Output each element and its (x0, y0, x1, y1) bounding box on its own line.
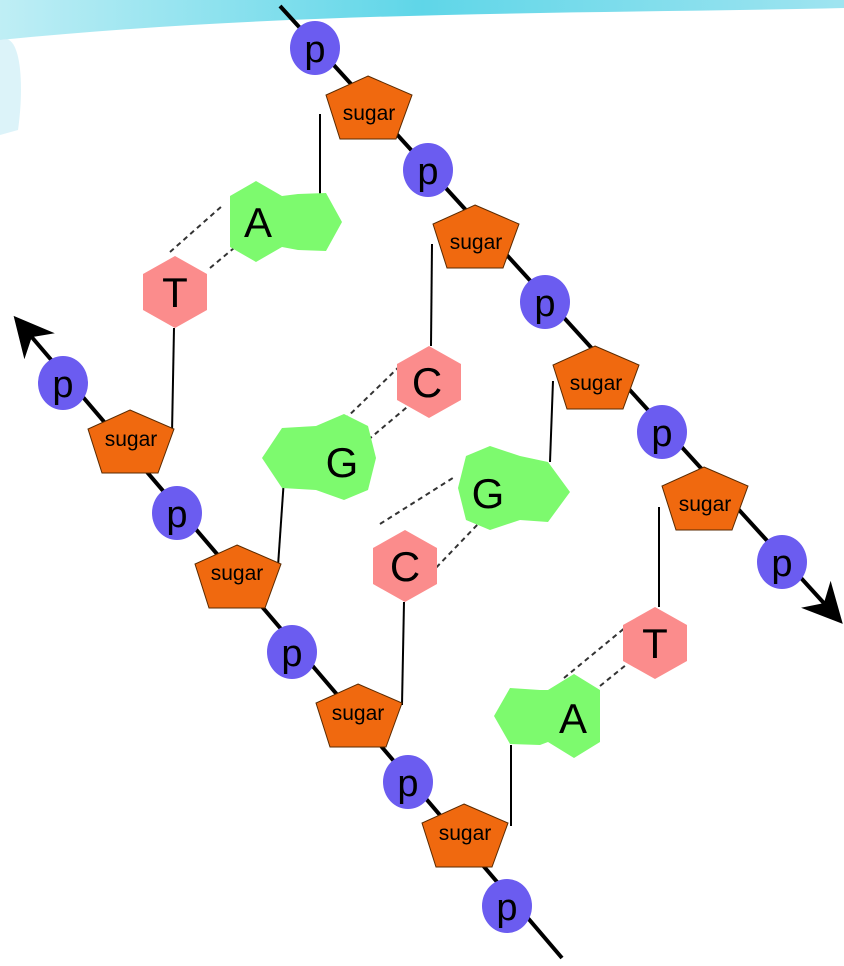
sugar-node: sugar (421, 803, 509, 868)
sugar-node: sugar (552, 345, 640, 410)
svg-text:p: p (397, 763, 418, 805)
cytosine-base: C (397, 346, 461, 418)
hydrogen-bonds (169, 205, 643, 687)
svg-text:p: p (304, 29, 325, 71)
cytosine-base: C (373, 530, 437, 602)
sugar-node: sugar (87, 409, 175, 474)
phosphate-node: p (290, 21, 340, 75)
adenine-base: A (494, 674, 600, 758)
guanine-base: G (262, 414, 376, 500)
guanine-base: G (458, 446, 570, 530)
sugar-base-connectors (171, 114, 660, 826)
adenine-base: A (230, 181, 342, 262)
svg-text:T: T (642, 620, 668, 667)
sugar-node: sugar (325, 75, 413, 140)
phosphate-node: p (520, 275, 570, 329)
svg-text:T: T (162, 269, 188, 316)
phosphate-node: p (482, 879, 532, 933)
svg-text:p: p (496, 887, 517, 929)
svg-text:p: p (417, 151, 438, 193)
svg-text:G: G (472, 470, 505, 517)
svg-text:A: A (244, 199, 272, 246)
sugar-node: sugar (661, 466, 749, 531)
thymine-base: T (143, 256, 207, 328)
base-pair-4: A T (494, 607, 687, 758)
left-strand: p sugar p sugar p sugar p sugar (38, 356, 532, 933)
phosphate-node: p (383, 755, 433, 809)
phosphate-node: p (38, 356, 88, 410)
svg-text:A: A (559, 695, 587, 742)
base-pair-3: G C (373, 446, 570, 602)
svg-text:C: C (390, 543, 420, 590)
svg-text:p: p (771, 543, 792, 585)
svg-text:sugar: sugar (343, 102, 396, 125)
svg-text:p: p (281, 633, 302, 675)
svg-text:p: p (534, 283, 555, 325)
svg-text:sugar: sugar (332, 702, 385, 725)
svg-text:sugar: sugar (679, 493, 732, 516)
svg-text:sugar: sugar (439, 822, 492, 845)
phosphate-node: p (757, 535, 807, 589)
svg-text:sugar: sugar (570, 372, 623, 395)
sugar-node: sugar (432, 204, 520, 269)
svg-text:sugar: sugar (105, 428, 158, 451)
svg-text:p: p (166, 494, 187, 536)
sugar-node: sugar (315, 683, 403, 748)
phosphate-node: p (152, 486, 202, 540)
header-band (0, 0, 844, 135)
sugar-node: sugar (194, 544, 282, 609)
svg-text:p: p (52, 364, 73, 406)
phosphate-node: p (403, 143, 453, 197)
svg-text:sugar: sugar (211, 562, 264, 585)
svg-text:G: G (326, 439, 359, 486)
right-strand: p sugar p sugar p sugar p sugar (290, 21, 807, 589)
thymine-base: T (623, 607, 687, 679)
svg-text:C: C (412, 359, 442, 406)
base-pair-2: G C (262, 346, 461, 500)
svg-text:sugar: sugar (450, 231, 503, 254)
base-pair-1: A T (143, 181, 342, 328)
phosphate-node: p (267, 625, 317, 679)
phosphate-node: p (637, 405, 687, 459)
svg-text:p: p (651, 413, 672, 455)
